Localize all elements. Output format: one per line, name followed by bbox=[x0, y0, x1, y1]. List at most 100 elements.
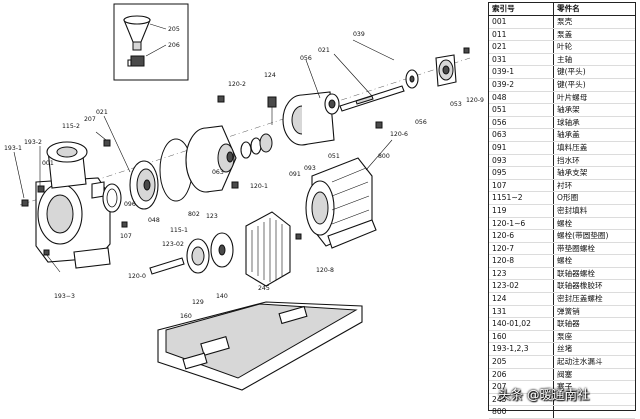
part-name: 泵壳 bbox=[553, 15, 635, 29]
label-120-2: 120-2 bbox=[228, 81, 246, 88]
part-name: 密封填料 bbox=[553, 204, 635, 218]
part-labels: 039 021 056 120-2 124 053 120-9 056 207 … bbox=[4, 31, 484, 320]
bolts bbox=[21, 47, 470, 256]
part-name: 键(平头) bbox=[553, 65, 635, 79]
label-160: 160 bbox=[180, 313, 192, 320]
label-115-1: 115-1 bbox=[170, 227, 188, 234]
part-index: 048 bbox=[489, 91, 554, 105]
part-index: 095 bbox=[489, 166, 554, 180]
part-index: 039-1 bbox=[489, 65, 554, 79]
label-129: 129 bbox=[192, 299, 204, 306]
part-name: 轴承架 bbox=[553, 103, 635, 117]
part-index: 021 bbox=[489, 40, 554, 54]
label-205: 205 bbox=[168, 26, 180, 33]
label-193-2: 193-2 bbox=[24, 139, 42, 146]
label-056-b: 056 bbox=[415, 119, 427, 126]
label-091: 091 bbox=[289, 171, 301, 178]
part-name: 球轴承 bbox=[553, 116, 635, 130]
part-index: 140-01,02 bbox=[489, 317, 554, 331]
label-123-02: 123-02 bbox=[162, 241, 184, 248]
part-index: 245 bbox=[489, 393, 554, 407]
label-096: 096 bbox=[124, 201, 136, 208]
label-124: 124 bbox=[264, 72, 276, 79]
part-name: 键(平头) bbox=[553, 78, 635, 92]
label-063: 063 bbox=[212, 169, 224, 176]
part-index: 800 bbox=[489, 405, 554, 419]
part-index: 160 bbox=[489, 330, 554, 344]
label-093: 093 bbox=[304, 165, 316, 172]
part-name: O形圈 bbox=[553, 191, 635, 205]
part-name: 螺栓(带圆垫圈) bbox=[553, 229, 635, 243]
label-800: 800 bbox=[378, 153, 390, 160]
label-021-impeller: 021 bbox=[96, 109, 108, 116]
label-245: 245 bbox=[258, 285, 270, 292]
coupling-guard-245 bbox=[245, 211, 291, 287]
part-index: 206 bbox=[489, 368, 554, 382]
label-021-shaft: 021 bbox=[318, 47, 330, 54]
label-001: 001 bbox=[42, 160, 54, 167]
part-name: 主轴 bbox=[553, 53, 635, 67]
part-name: 叶片螺母 bbox=[553, 91, 635, 105]
part-name: 轴承支架 bbox=[553, 166, 635, 180]
header-index: 索引号 bbox=[489, 3, 554, 16]
label-120-0: 120-0 bbox=[128, 273, 146, 280]
label-193-3: 193−3 bbox=[54, 293, 75, 300]
part-index: 205 bbox=[489, 355, 554, 369]
part-name: 联轴器 bbox=[553, 317, 635, 331]
label-206: 206 bbox=[168, 42, 180, 49]
part-name: 起动注水漏斗 bbox=[553, 355, 635, 369]
impeller-021 bbox=[129, 160, 159, 210]
table-row: 245 bbox=[489, 393, 635, 407]
label-140: 140 bbox=[216, 293, 228, 300]
label-120-8: 120-8 bbox=[316, 267, 334, 274]
part-name: 叶轮 bbox=[553, 40, 635, 54]
part-name: 塞子 bbox=[553, 380, 635, 394]
part-index: 120-1~6 bbox=[489, 217, 554, 231]
part-name: 带垫圈螺栓 bbox=[553, 242, 635, 256]
part-index: 120-7 bbox=[489, 242, 554, 256]
watermark: 头条 @暖通南社 bbox=[498, 387, 590, 402]
part-index: 207 bbox=[489, 380, 554, 394]
part-index: 119 bbox=[489, 204, 554, 218]
bearing-frame-051 bbox=[282, 91, 340, 146]
label-120-9: 120-9 bbox=[466, 97, 484, 104]
label-120-6: 120-6 bbox=[390, 131, 408, 138]
label-193-1: 193-1 bbox=[4, 145, 22, 152]
label-207: 207 bbox=[84, 116, 96, 123]
part-name: 丝堵 bbox=[553, 342, 635, 357]
part-index: 1151~2 bbox=[489, 191, 554, 205]
label-115-2: 115-2 bbox=[62, 123, 80, 130]
label-051: 051 bbox=[328, 153, 340, 160]
shaft-031 bbox=[339, 85, 405, 112]
part-index: 120-8 bbox=[489, 254, 554, 268]
part-name: 联轴器橡胶环 bbox=[553, 279, 635, 294]
part-index: 031 bbox=[489, 53, 554, 67]
part-name: 衬环 bbox=[553, 179, 635, 193]
leader-lines bbox=[13, 39, 395, 273]
parts-table-header: 索引号 零件名 bbox=[489, 3, 635, 16]
part-index: 091 bbox=[489, 141, 554, 155]
label-053: 053 bbox=[450, 101, 462, 108]
